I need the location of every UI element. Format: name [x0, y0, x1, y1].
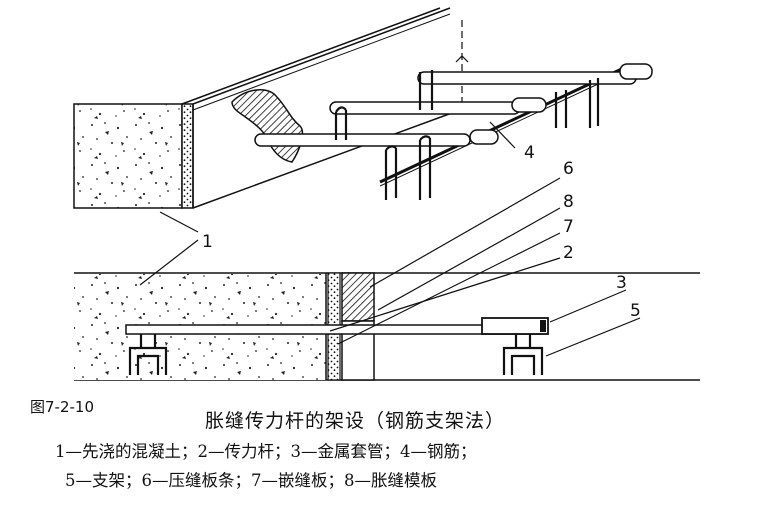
figure-number: 图7-2-10: [30, 398, 94, 416]
joint-board-top: [181, 103, 194, 209]
callout-2: 2: [563, 243, 574, 263]
leader-lines: [139, 121, 641, 357]
callout-6: 6: [563, 159, 574, 179]
callout-4: 4: [524, 143, 535, 163]
dowel-bars: [254, 63, 653, 147]
callout-8: 8: [563, 192, 574, 212]
metal-sleeve: [481, 317, 549, 335]
callout-3: 3: [616, 273, 627, 293]
steel-supports-top: [334, 70, 600, 200]
section-view: [74, 272, 700, 381]
steel-supports-section: [128, 334, 544, 375]
poured-concrete-slab-top: [73, 103, 183, 209]
pressure-strip: [341, 272, 375, 322]
board-cutaway: [231, 89, 304, 163]
callout-1: 1: [202, 232, 213, 252]
legend-line-1: 1—先浇的混凝土；2—传力杆；3—金属套管；4—钢筋；: [55, 442, 477, 461]
callout-7: 7: [563, 217, 574, 237]
callout-5: 5: [630, 301, 641, 321]
figure-title: 胀缝传力杆的架设（钢筋支架法）: [205, 410, 506, 432]
legend-line-2: 5—支架；6—压缝板条；7—嵌缝板；8—胀缝模板: [65, 471, 437, 490]
perspective-view: [73, 7, 653, 209]
